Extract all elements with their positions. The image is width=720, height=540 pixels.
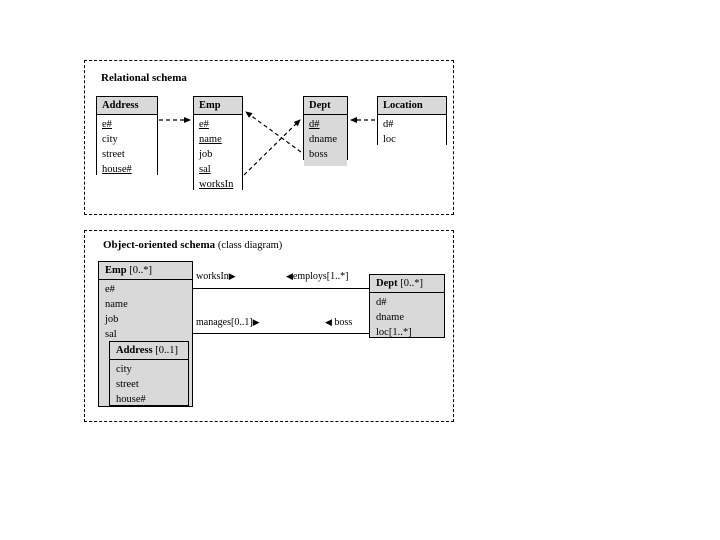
table-body-location: d# loc bbox=[378, 115, 446, 151]
oo-attribute: job bbox=[105, 314, 119, 325]
oo-attribute: city bbox=[116, 364, 132, 375]
association-role-label: worksIn bbox=[196, 271, 229, 282]
triangle-right-icon: ▶ bbox=[252, 317, 260, 327]
table-attribute: dname bbox=[309, 134, 337, 145]
oo-class-emp: Emp [0..*] e# name job sal Address [0..1… bbox=[98, 261, 193, 407]
table-attribute: e# bbox=[199, 119, 209, 130]
oo-class-name: Emp bbox=[105, 265, 127, 276]
oo-class-header-dept: Dept [0..*] bbox=[370, 275, 444, 293]
relational-table-location: Location d# loc bbox=[377, 96, 447, 151]
oo-class-header-emp: Emp [0..*] bbox=[99, 262, 192, 280]
triangle-left-icon: ◀ bbox=[286, 271, 293, 281]
relational-table-dept: Dept d# dname boss bbox=[303, 96, 348, 166]
oo-nested-class-header-address: Address [0..1] bbox=[110, 342, 188, 360]
oo-nested-class-multiplicity: [0..1] bbox=[155, 345, 178, 356]
association-role-boss: ◀ boss bbox=[325, 317, 352, 329]
table-header-dept: Dept bbox=[304, 97, 347, 115]
oo-class-name: Dept bbox=[376, 278, 398, 289]
association-line-manages-boss bbox=[193, 333, 370, 334]
oo-attribute: d# bbox=[376, 297, 387, 308]
oo-class-body-dept: d# dname loc[1..*] bbox=[370, 293, 444, 343]
table-body-emp: e# name job sal worksIn bbox=[194, 115, 242, 196]
table-attribute: job bbox=[199, 149, 213, 160]
oo-schema-title: Object-oriented schema (class diagram) bbox=[103, 239, 282, 251]
relational-schema-section bbox=[84, 60, 454, 215]
table-header-emp: Emp bbox=[194, 97, 242, 115]
oo-attribute: loc[1..*] bbox=[376, 327, 412, 338]
table-attribute: worksIn bbox=[199, 179, 234, 190]
oo-class-multiplicity: [0..*] bbox=[129, 265, 152, 276]
table-attribute: boss bbox=[309, 149, 328, 160]
oo-attribute: name bbox=[105, 299, 128, 310]
oo-class-dept: Dept [0..*] d# dname loc[1..*] bbox=[369, 274, 445, 338]
oo-class-body-emp: e# name job sal bbox=[99, 280, 192, 345]
table-attribute: name bbox=[199, 134, 222, 145]
table-header-address: Address bbox=[97, 97, 157, 115]
table-header-location: Location bbox=[378, 97, 446, 115]
relational-table-address: Address e# city street house# bbox=[96, 96, 158, 181]
association-role-manages: manages[0..1]▶ bbox=[196, 317, 260, 329]
oo-attribute: house# bbox=[116, 394, 146, 405]
table-attribute: house# bbox=[102, 164, 132, 175]
oo-nested-class-address: Address [0..1] city street house# bbox=[109, 341, 189, 406]
association-role-label: manages[0..1] bbox=[196, 317, 253, 328]
table-attribute: sal bbox=[199, 164, 211, 175]
oo-attribute: sal bbox=[105, 329, 117, 340]
relational-schema-title-text: Relational schema bbox=[101, 72, 187, 84]
relational-schema-title: Relational schema bbox=[101, 72, 187, 84]
table-attribute: city bbox=[102, 134, 118, 145]
oo-class-multiplicity: [0..*] bbox=[400, 278, 423, 289]
oo-attribute: street bbox=[116, 379, 139, 390]
relational-table-emp: Emp e# name job sal worksIn bbox=[193, 96, 243, 196]
triangle-right-icon: ▶ bbox=[228, 271, 236, 281]
oo-schema-title-text: Object-oriented schema bbox=[103, 239, 216, 251]
oo-nested-class-name: Address bbox=[116, 345, 153, 356]
table-attribute: street bbox=[102, 149, 125, 160]
association-role-employs: ◀employs[1..*] bbox=[286, 271, 348, 283]
association-role-worksin: worksIn▶ bbox=[196, 271, 236, 283]
table-attribute: d# bbox=[309, 119, 320, 130]
table-body-dept: d# dname boss bbox=[304, 115, 347, 166]
association-role-label: employs[1..*] bbox=[292, 271, 349, 282]
table-attribute: e# bbox=[102, 119, 112, 130]
triangle-left-icon: ◀ bbox=[325, 317, 332, 327]
oo-attribute: e# bbox=[105, 284, 115, 295]
oo-attribute: dname bbox=[376, 312, 404, 323]
table-attribute: d# bbox=[383, 119, 394, 130]
oo-schema-subtitle-text: (class diagram) bbox=[217, 240, 283, 251]
oo-nested-class-body-address: city street house# bbox=[110, 360, 188, 409]
association-line-worksin-employs bbox=[193, 288, 370, 289]
association-role-label: boss bbox=[334, 317, 353, 328]
table-attribute: loc bbox=[383, 134, 396, 145]
table-body-address: e# city street house# bbox=[97, 115, 157, 181]
oo-schema-section bbox=[84, 230, 454, 422]
